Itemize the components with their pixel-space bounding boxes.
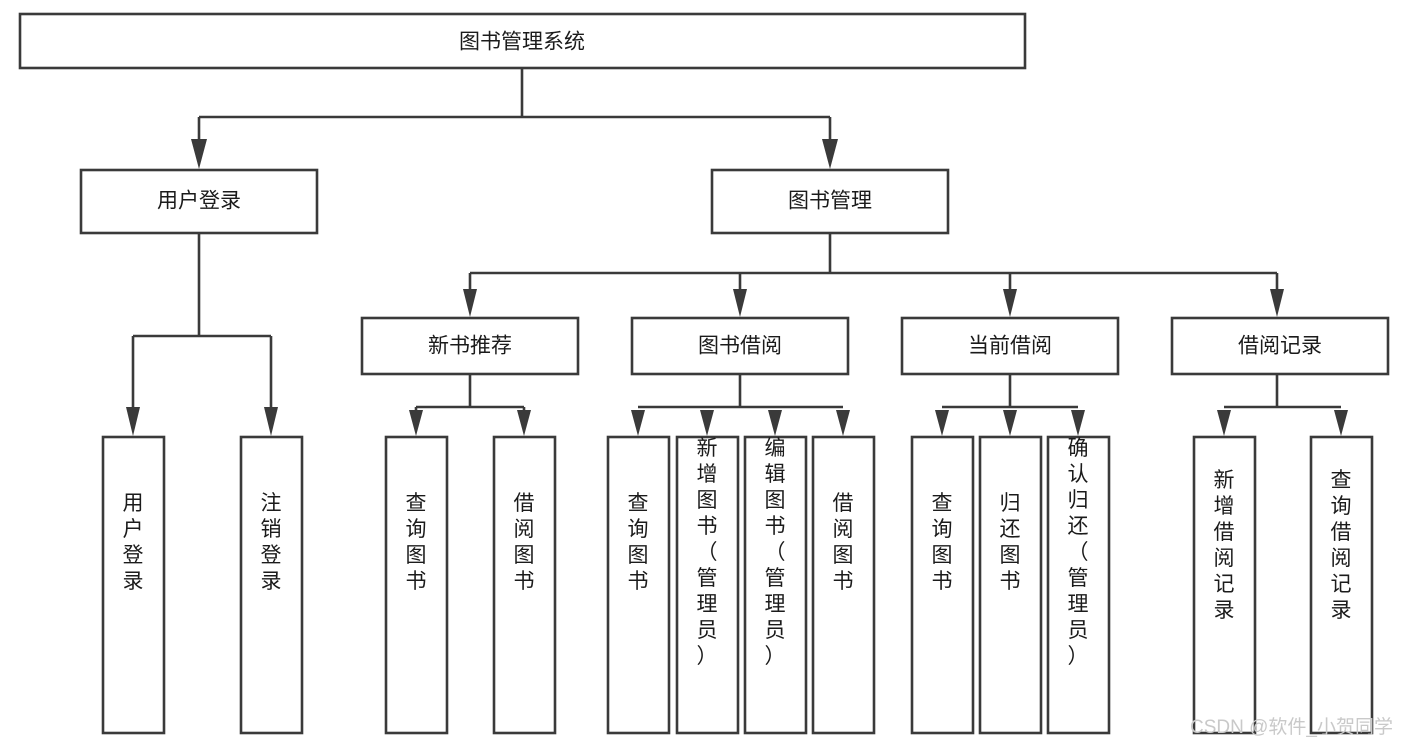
connector-layer — [126, 68, 1348, 436]
node-leaf-logout-login-box[interactable] — [239, 435, 304, 735]
node-root-box[interactable] — [18, 12, 1027, 70]
arrow-head-leaf-query-book-1 — [409, 410, 423, 436]
node-root[interactable]: 图书管理系统 — [18, 12, 1027, 70]
node-leaf-confirm-return-label: 确认归还（管理员） — [1068, 437, 1089, 668]
node-current-borrow-box[interactable] — [900, 316, 1120, 376]
node-leaf-query-record-label: 查询借阅记录 — [1331, 469, 1352, 622]
node-leaf-confirm-return-box[interactable] — [1046, 435, 1111, 735]
node-leaf-return-book[interactable]: 归还图书 — [978, 435, 1043, 735]
arrow-head-new-book-recommend — [463, 289, 477, 317]
arrow-head-leaf-user-login — [126, 407, 140, 436]
node-book-borrow-box[interactable] — [630, 316, 850, 376]
arrow-head-user-login — [191, 139, 207, 169]
node-leaf-add-record-label: 新增借阅记录 — [1214, 469, 1235, 622]
arrow-head-leaf-return-book — [1003, 410, 1017, 436]
node-leaf-query-book-3-box[interactable] — [910, 435, 975, 735]
node-book-borrow-label: 图书借阅 — [698, 335, 782, 358]
node-leaf-borrow-book-2-box[interactable] — [811, 435, 876, 735]
arrow-head-leaf-borrow-book-2 — [836, 410, 850, 436]
node-borrow-record-box[interactable] — [1170, 316, 1390, 376]
node-leaf-query-book-2-label: 查询图书 — [628, 492, 649, 593]
node-new-book-recommend-label: 新书推荐 — [428, 335, 512, 358]
node-new-book-recommend-box[interactable] — [360, 316, 580, 376]
node-leaf-borrow-book-1-box[interactable] — [492, 435, 557, 735]
node-borrow-record[interactable]: 借阅记录 — [1170, 316, 1390, 376]
node-leaf-query-book-2[interactable]: 查询图书 — [606, 435, 671, 735]
node-leaf-query-book-3[interactable]: 查询图书 — [910, 435, 975, 735]
node-leaf-edit-book[interactable]: 编辑图书（管理员） — [743, 435, 808, 735]
node-leaf-user-login-label: 用户登录 — [123, 492, 144, 593]
node-current-borrow-label: 当前借阅 — [968, 335, 1052, 358]
node-leaf-add-book[interactable]: 新增图书（管理员） — [675, 435, 740, 735]
node-leaf-query-book-1-label: 查询图书 — [406, 492, 427, 593]
node-user-login[interactable]: 用户登录 — [79, 168, 319, 235]
node-leaf-edit-book-label: 编辑图书（管理员） — [765, 437, 786, 668]
node-leaf-confirm-return[interactable]: 确认归还（管理员） — [1046, 435, 1111, 735]
node-current-borrow[interactable]: 当前借阅 — [900, 316, 1120, 376]
node-leaf-user-login[interactable]: 用户登录 — [101, 435, 166, 735]
arrow-head-leaf-confirm-return — [1071, 410, 1085, 436]
arrow-head-leaf-edit-book — [768, 410, 782, 436]
node-book-borrow[interactable]: 图书借阅 — [630, 316, 850, 376]
arrow-head-leaf-query-book-3 — [935, 410, 949, 436]
csdn-watermark: CSDN @软件_小贺同学 — [1190, 716, 1393, 738]
node-leaf-edit-book-box[interactable] — [743, 435, 808, 735]
arrow-head-book-borrow — [733, 289, 747, 317]
node-leaf-logout-login[interactable]: 注销登录 — [239, 435, 304, 735]
node-leaf-logout-login-label: 注销登录 — [261, 492, 282, 593]
node-leaf-borrow-book-2[interactable]: 借阅图书 — [811, 435, 876, 735]
node-leaf-borrow-book-1-label: 借阅图书 — [514, 492, 535, 593]
node-user-login-label: 用户登录 — [157, 190, 241, 213]
node-leaf-add-record-box[interactable] — [1192, 435, 1257, 735]
node-leaf-query-book-2-box[interactable] — [606, 435, 671, 735]
node-user-login-box[interactable] — [79, 168, 319, 235]
node-leaf-add-book-label: 新增图书（管理员） — [697, 437, 718, 668]
node-leaf-return-book-box[interactable] — [978, 435, 1043, 735]
arrow-head-borrow-record — [1270, 289, 1284, 317]
arrow-head-leaf-query-record — [1334, 410, 1348, 436]
node-borrow-record-label: 借阅记录 — [1238, 335, 1322, 358]
node-book-manage[interactable]: 图书管理 — [710, 168, 950, 235]
arrow-head-leaf-query-book-2 — [631, 410, 645, 436]
node-new-book-recommend[interactable]: 新书推荐 — [360, 316, 580, 376]
node-book-manage-box[interactable] — [710, 168, 950, 235]
arrow-head-current-borrow — [1003, 289, 1017, 317]
node-leaf-query-book-1-box[interactable] — [384, 435, 449, 735]
node-leaf-return-book-label: 归还图书 — [1000, 492, 1021, 593]
arrow-head-leaf-logout-login — [264, 407, 278, 436]
node-leaf-borrow-book-1[interactable]: 借阅图书 — [492, 435, 557, 735]
node-root-label: 图书管理系统 — [459, 31, 585, 54]
arrow-head-leaf-add-record — [1217, 410, 1231, 436]
node-leaf-add-book-box[interactable] — [675, 435, 740, 735]
node-book-manage-label: 图书管理 — [788, 190, 872, 213]
arrow-head-book-manage — [822, 139, 838, 169]
arrow-head-leaf-add-book — [700, 410, 714, 436]
node-leaf-user-login-box[interactable] — [101, 435, 166, 735]
node-leaf-query-record-box[interactable] — [1309, 435, 1374, 735]
arrow-head-leaf-borrow-book-1 — [517, 410, 531, 436]
node-leaf-query-book-1[interactable]: 查询图书 — [384, 435, 449, 735]
node-leaf-query-book-3-label: 查询图书 — [932, 492, 953, 593]
node-leaf-query-record[interactable]: 查询借阅记录 — [1309, 435, 1374, 735]
node-leaf-borrow-book-2-label: 借阅图书 — [833, 492, 854, 593]
node-leaf-add-record[interactable]: 新增借阅记录 — [1192, 435, 1257, 735]
